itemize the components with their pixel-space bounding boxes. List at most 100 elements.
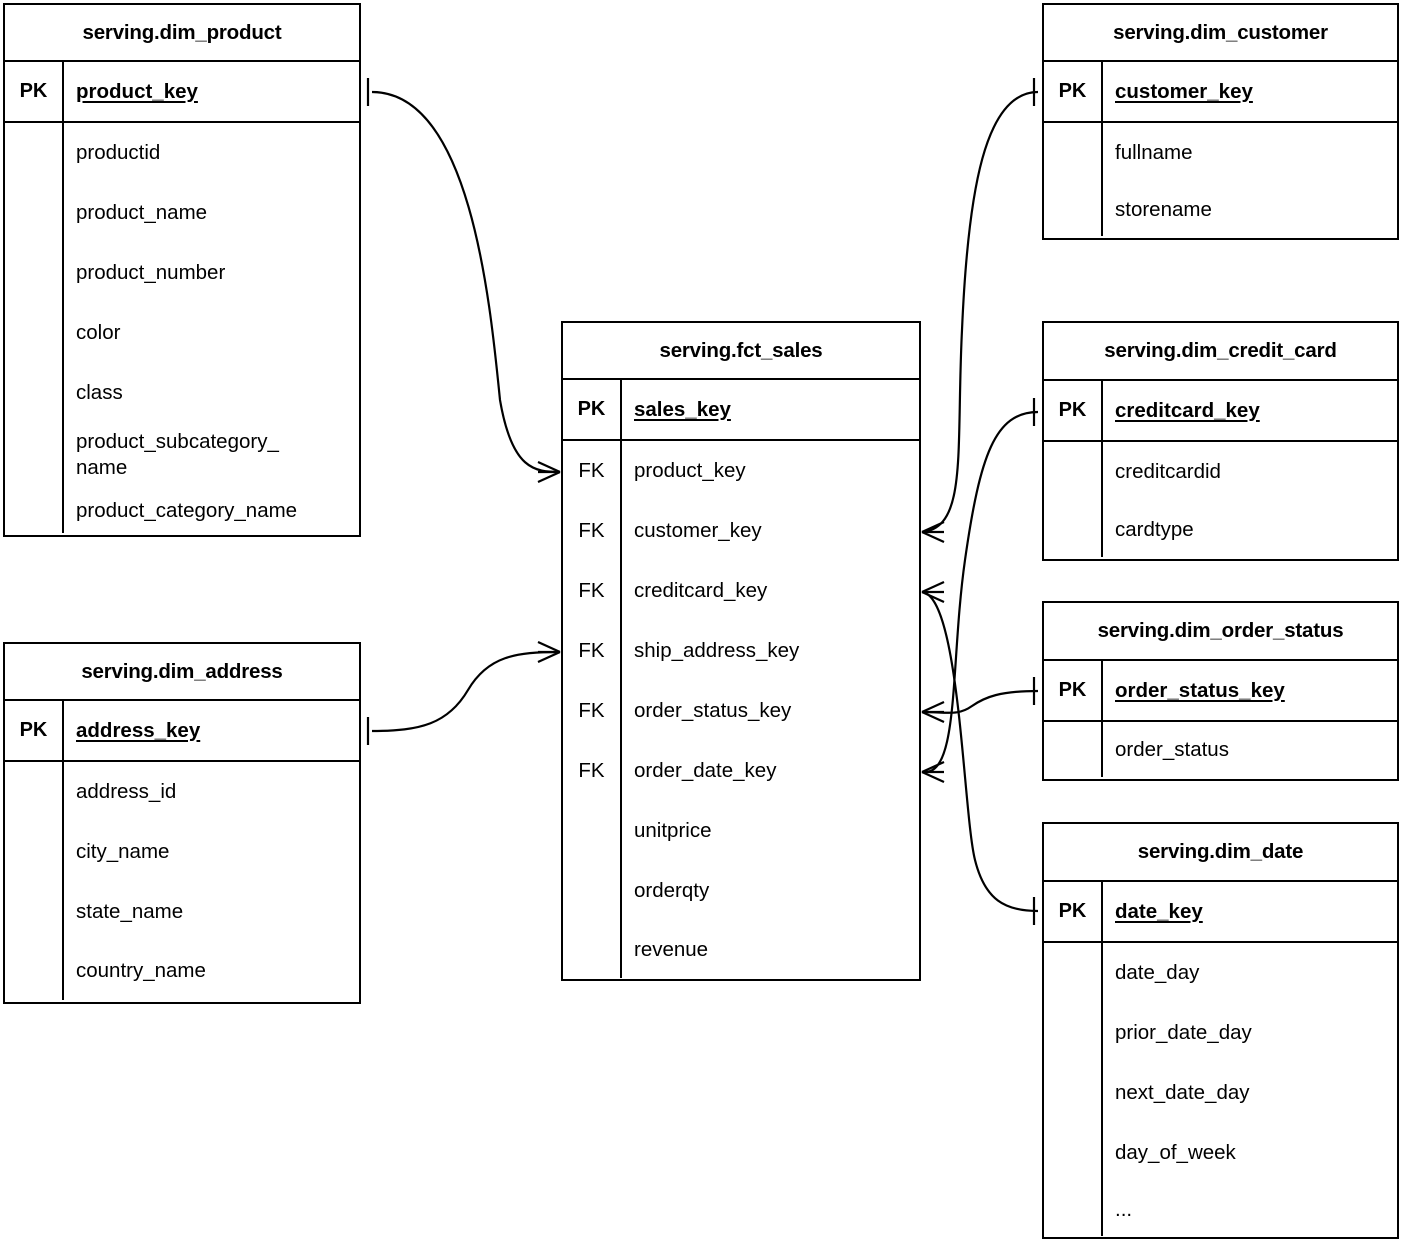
fk-marker: FK [563,621,622,681]
relationship-address [366,640,561,745]
crowfoot-orderstatus-a [921,700,945,714]
pk-marker: PK [5,701,64,760]
relationship-date [921,580,1039,925]
fk-field: product_key [634,459,746,482]
relationship-creditcard [921,398,1039,784]
fk-marker: FK [563,681,622,741]
attribute-row: date_day [1115,961,1200,984]
attribute-row: cardtype [1115,517,1194,541]
attribute-row: storename [1115,197,1212,221]
measure-field: orderqty [634,879,710,902]
fk-row-ship-address-key: FK ship_address_key [563,621,919,681]
fk-marker: FK [563,501,622,561]
measure-marker [563,801,622,861]
measure-marker [563,921,622,978]
attribute-row: class [76,381,123,404]
entity-title-dim-order-status: serving.dim_order_status [1044,603,1397,661]
pk-row-dim-product: PK product_key [5,62,359,123]
crowfoot-address-c [537,650,561,664]
entity-dim-customer[interactable]: serving.dim_customer PK customer_key ful… [1042,3,1399,240]
attribute-row: ... [1115,1197,1133,1221]
measure-row-unitprice: unitprice [563,801,919,861]
crowfoot-creditcard-c [921,770,945,784]
relationship-customer [921,78,1039,544]
attribute-list-dim-credit-card: creditcardid cardtype [1044,442,1397,557]
measure-field: revenue [634,937,709,961]
entity-fct-sales[interactable]: serving.fct_sales PK sales_key FK produc… [561,321,921,981]
gutter [1044,722,1103,777]
fk-marker: FK [563,741,622,801]
pk-row-dim-address: PK address_key [5,701,359,762]
fk-row-creditcard-key: FK creditcard_key [563,561,919,621]
attribute-row: city_name [76,840,170,863]
entity-title-dim-customer: serving.dim_customer [1044,5,1397,62]
pk-field-product-key: product_key [76,79,198,103]
fk-row-order-status-key: FK order_status_key [563,681,919,741]
gutter [1044,442,1103,557]
attribute-row: product_number [76,261,226,284]
pk-marker: PK [5,62,64,121]
attribute-list-dim-order-status: order_status [1044,722,1397,777]
fk-field: ship_address_key [634,639,800,662]
measure-row-revenue: revenue [563,921,919,978]
pk-field-creditcard-key: creditcard_key [1115,398,1260,422]
attribute-row: productid [76,141,161,164]
pk-marker: PK [563,380,622,439]
measure-marker [563,861,622,921]
attribute-row: color [76,321,121,344]
pk-field-address-key: address_key [76,718,201,742]
pk-row-dim-customer: PK customer_key [1044,62,1397,123]
fk-field: order_date_key [634,759,777,782]
entity-dim-date[interactable]: serving.dim_date PK date_key date_day pr… [1042,822,1399,1239]
entity-title-fct-sales: serving.fct_sales [563,323,919,380]
gutter [1044,123,1103,236]
attribute-row: fullname [1115,141,1193,164]
attribute-list-dim-address: address_id city_name state_name country_… [5,762,359,1000]
relationship-orderstatus [921,677,1039,724]
attribute-row: day_of_week [1115,1141,1236,1164]
attribute-row: order_status [1115,737,1229,761]
gutter [5,123,64,533]
crowfoot-creditcard-a [921,760,945,774]
crowfoot-date-a [921,580,945,594]
fk-row-customer-key: FK customer_key [563,501,919,561]
crowfoot-orderstatus-c [921,710,945,724]
attribute-list-dim-customer: fullname storename [1044,123,1397,236]
pk-marker: PK [1044,882,1103,941]
crowfoot-product-a [537,460,561,474]
crowfoot-customer-a [921,520,945,534]
fk-marker: FK [563,561,622,621]
entity-title-dim-product: serving.dim_product [5,5,359,62]
pk-field-order-status-key: order_status_key [1115,678,1285,702]
relationship-product [366,78,561,484]
fk-row-order-date-key: FK order_date_key [563,741,919,801]
pk-field-date-key: date_key [1115,899,1203,923]
crowfoot-customer-c [921,530,945,544]
measure-row-orderqty: orderqty [563,861,919,921]
attribute-row: state_name [76,900,184,923]
attribute-row: product_name [76,201,208,224]
crowfoot-date-c [921,590,945,604]
pk-marker: PK [1044,661,1103,720]
attribute-row: product_subcategory_ name [76,430,279,480]
entity-dim-product[interactable]: serving.dim_product PK product_key produ… [3,3,361,537]
gutter [1044,943,1103,1236]
attribute-row: next_date_day [1115,1081,1250,1104]
attribute-row: country_name [76,959,206,982]
crowfoot-product-c [537,470,561,484]
pk-row-fct-sales: PK sales_key [563,380,919,441]
entity-title-dim-date: serving.dim_date [1044,824,1397,882]
entity-dim-credit-card[interactable]: serving.dim_credit_card PK creditcard_ke… [1042,321,1399,561]
pk-field-sales-key: sales_key [634,397,731,421]
measure-field: unitprice [634,819,712,842]
attribute-row: creditcardid [1115,460,1221,483]
entity-title-dim-credit-card: serving.dim_credit_card [1044,323,1397,381]
entity-dim-address[interactable]: serving.dim_address PK address_key addre… [3,642,361,1004]
gutter [5,762,64,1000]
pk-row-dim-order-status: PK order_status_key [1044,661,1397,722]
pk-marker: PK [1044,62,1103,121]
attribute-row: product_category_name [76,499,298,522]
fk-field: customer_key [634,519,762,542]
entity-dim-order-status[interactable]: serving.dim_order_status PK order_status… [1042,601,1399,781]
